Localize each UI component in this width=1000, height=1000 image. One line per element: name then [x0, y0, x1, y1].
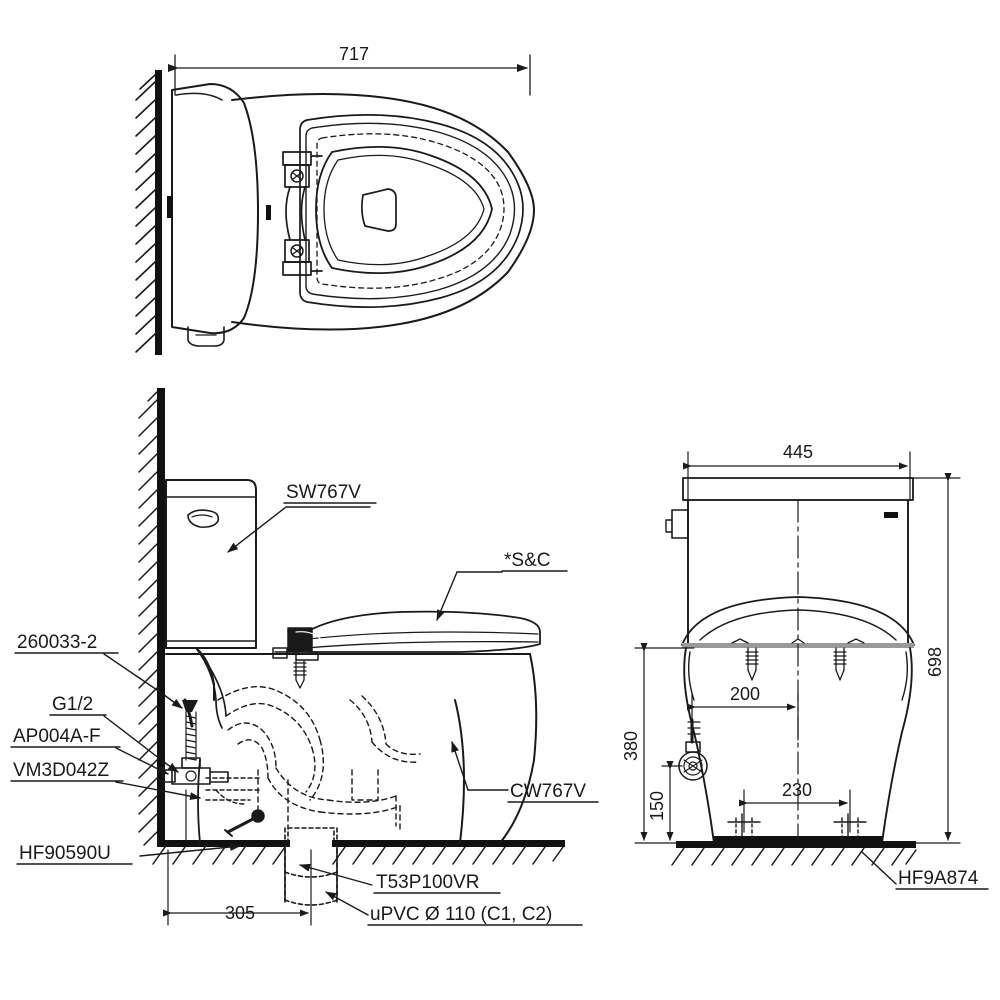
callout-g12-label: G1/2 [52, 694, 93, 715]
plan-dim-717-label: 717 [339, 44, 369, 64]
front-dim-150 [661, 761, 683, 841]
side-flush-button [187, 509, 220, 528]
front-callout-leader [861, 851, 897, 885]
side-callout-leaders [103, 506, 509, 916]
front-seat-bumper-r [847, 638, 865, 644]
plan-cistern-button [167, 196, 173, 218]
front-seat-bolts [745, 647, 847, 681]
front-tank-badge [884, 512, 898, 518]
callout-vm3d042z-label: VM3D042Z [13, 760, 109, 781]
front-dim-698-label: 698 [925, 647, 945, 677]
side-bowl-neck [195, 647, 223, 729]
front-dim-380-label: 380 [621, 731, 641, 761]
front-cistern-lid [682, 477, 914, 501]
front-flush-lever [671, 509, 689, 539]
front-dim-200 [687, 693, 799, 741]
plan-seat-ring-outer [299, 114, 524, 308]
side-floor-hatching [152, 846, 564, 865]
side-wall-hatching [138, 391, 158, 846]
plan-seat-ring-mid [305, 122, 516, 300]
side-floor-gap [290, 840, 332, 848]
plan-bowl-outline [231, 93, 535, 331]
front-dim-380 [634, 643, 881, 844]
side-callout-labels: SW767V *S&C CW767V 260033-2 G1/2 AP004A-… [10, 482, 599, 926]
plan-view-group: 717 [135, 44, 535, 355]
callout-sw767v-label: SW767V [286, 482, 361, 503]
callout-cw767v-label: CW767V [510, 781, 586, 802]
plan-bowl-marker [266, 205, 271, 220]
plan-dim-717 [168, 54, 531, 96]
plan-cistern-lid-line [175, 92, 223, 101]
side-floor-outlet [284, 827, 338, 906]
side-wall [157, 388, 165, 844]
plan-cistern [171, 83, 259, 335]
plan-wall-hatching [135, 74, 156, 353]
front-view-group: 445 698 [621, 442, 989, 890]
side-seat-cover [299, 610, 541, 653]
side-trap-hidden [217, 686, 421, 831]
side-seat-hinge-assembly [272, 627, 323, 661]
side-bowl-front [499, 653, 538, 844]
front-dim-150-label: 150 [647, 791, 667, 821]
side-bowl-base-left [197, 759, 201, 844]
front-angle-valve [678, 718, 708, 781]
side-bowl-body [165, 647, 215, 701]
side-seat-bolt [293, 659, 307, 689]
callout-260033-2-label: 260033-2 [17, 632, 97, 653]
side-cistern [165, 479, 257, 649]
callout-t53p100vr-label: T53P100VR [376, 872, 480, 893]
front-dim-230 [739, 789, 851, 833]
side-floor-fitting [224, 809, 265, 837]
side-floor-line [157, 840, 565, 847]
side-bowl-inner-curve [204, 659, 227, 717]
front-seat-cover [681, 596, 915, 646]
plan-water-spot [361, 188, 397, 232]
side-dim-305-label: 305 [225, 903, 255, 923]
plan-seat-ring-dashed [316, 133, 505, 289]
front-floor-line [676, 841, 916, 848]
side-bowl-skirt [454, 699, 465, 844]
side-angle-valve-body [171, 767, 211, 785]
front-dim-230-label: 230 [782, 780, 812, 800]
front-dim-200-label: 200 [730, 684, 760, 704]
plan-tank-foot [187, 326, 225, 347]
side-outlet-flange [205, 777, 261, 805]
side-flush-button-inner [191, 514, 213, 518]
front-bowl-left-inner [687, 651, 695, 701]
front-seat-bumper-l [731, 638, 749, 644]
front-bowl-right-inner [901, 651, 909, 701]
front-bowl-left [683, 647, 715, 844]
front-floor-bolts [727, 813, 867, 841]
callout-hf90590u-label: HF90590U [19, 843, 111, 864]
front-dim-698 [684, 473, 961, 844]
plan-seat-aperture [315, 145, 493, 275]
front-flush-lever-arm [665, 519, 673, 533]
side-flex-hose [185, 711, 197, 761]
side-water-supply [162, 698, 229, 844]
plan-wall [155, 70, 162, 355]
callout-upvc-label: uPVC Ø 110 (C1, C2) [370, 904, 552, 925]
callout-hf9a874-label: HF9A874 [898, 868, 979, 889]
front-floor-hatching [671, 847, 917, 866]
plan-seat-hinge [282, 151, 323, 276]
plan-seat-aperture-inner [323, 154, 485, 266]
callout-ap004af-label: AP004A-F [13, 726, 101, 747]
front-bowl-right [881, 647, 913, 844]
callout-sc-label: *S&C [504, 550, 550, 571]
front-dim-445 [683, 451, 911, 501]
side-view-group: 305 SW767V *S&C CW767V [10, 388, 599, 926]
front-dim-445-label: 445 [783, 442, 813, 462]
side-dim-305 [163, 849, 312, 926]
